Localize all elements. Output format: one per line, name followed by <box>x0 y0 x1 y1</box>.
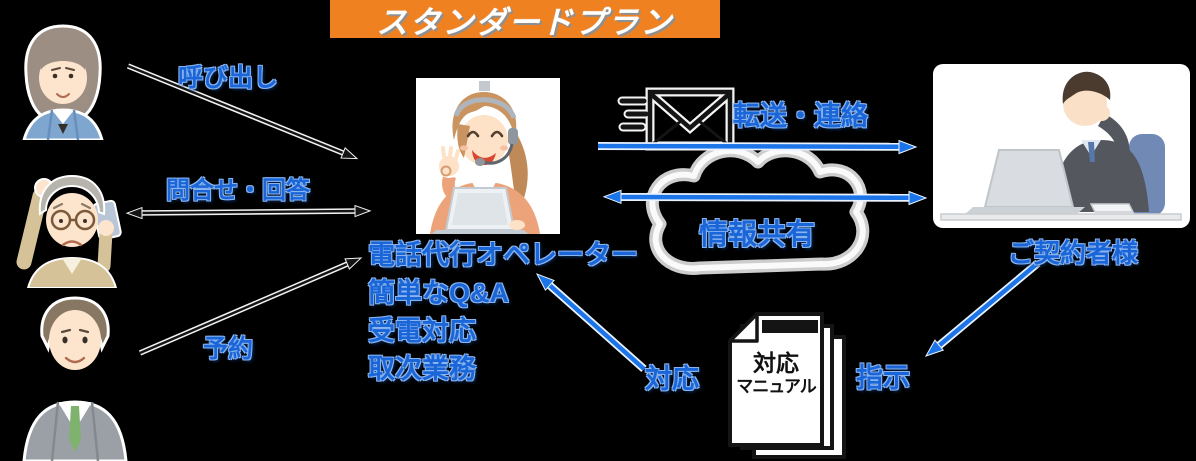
elderly-raised-arm <box>16 188 48 270</box>
elderly-customer-illustration <box>16 174 122 288</box>
phone-hand <box>1094 105 1110 121</box>
operator-role-line: 電話代行オペレーター <box>368 240 638 270</box>
elderly-hair <box>38 174 106 216</box>
manual-title-line1: 対応 <box>753 350 799 376</box>
inquiry-arrow <box>125 204 372 220</box>
green-tie <box>69 406 81 452</box>
info-share-label: 情報共有 <box>699 219 816 251</box>
plan-title-banner: スタンダードプラン <box>330 0 720 40</box>
plan-title: スタンダードプラン <box>376 4 674 40</box>
info-share-arrow <box>602 189 928 206</box>
operator-face <box>460 115 508 165</box>
operator-illustration <box>416 78 560 234</box>
operator-role-line: 取次業務 <box>368 354 476 384</box>
inquiry-label: 問合せ・回答 <box>166 177 310 204</box>
operator-role-line: 受電対応 <box>368 316 476 346</box>
operator-role-list: 電話代行オペレーター 簡単なQ&A 受電対応 取次業務 <box>368 236 638 388</box>
operator-role-line: 簡単なQ&A <box>368 278 509 308</box>
woman-face <box>39 52 87 104</box>
man-face <box>49 310 101 370</box>
reservation-label: 予約 <box>203 335 254 363</box>
manual-title: 対応 マニュアル <box>730 350 822 398</box>
contractor-illustration <box>933 64 1190 228</box>
manual-title-line2: マニュアル <box>736 377 817 396</box>
response-label: 対応 <box>645 364 699 394</box>
mail-icon <box>617 87 735 151</box>
headset-mic <box>481 143 514 165</box>
headset-icon <box>453 97 517 120</box>
desk <box>940 213 1182 221</box>
contractor-hair <box>1062 71 1111 104</box>
forward-label: 転送・連絡 <box>733 101 868 131</box>
laptop-icon <box>983 149 1075 208</box>
call-label: 呼び出し <box>178 64 279 92</box>
instruction-label: 指示 <box>856 363 910 393</box>
contractor-label: ご契約者様 <box>1008 238 1139 268</box>
instruction-arrow <box>924 259 1041 357</box>
forward-arrow <box>597 139 918 155</box>
female-customer-illustration <box>22 24 104 140</box>
male-customer-illustration <box>22 296 128 461</box>
operator-ponytail <box>508 136 528 212</box>
